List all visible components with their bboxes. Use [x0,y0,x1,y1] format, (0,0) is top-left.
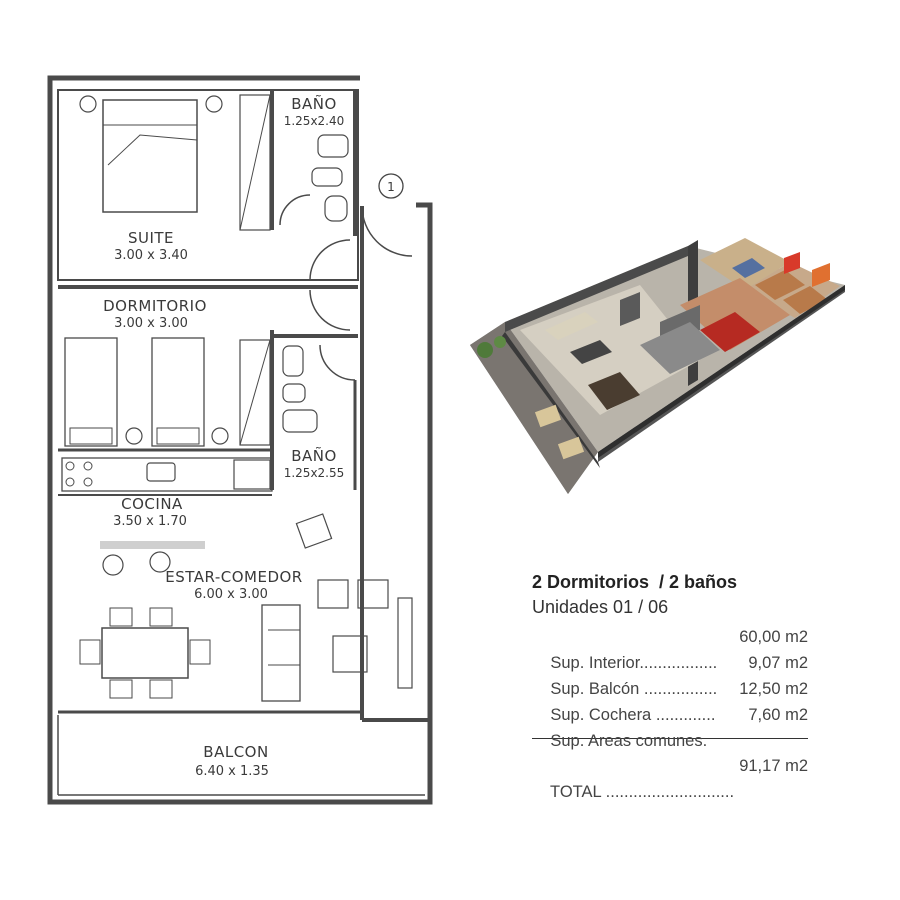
render-bed [700,312,760,352]
area-label: Sup. Areas comunes. [550,732,708,750]
twin-bed [151,337,205,447]
dining-table [101,627,189,679]
cocina-dims: 3.50 x 1.70 [113,514,187,529]
area-label: Sup. Cochera ............. [550,706,716,724]
total-label: TOTAL ............................ [550,783,735,801]
dormitorio-dims: 3.00 x 3.00 [114,316,188,331]
twin-bed [64,337,118,447]
total-row: TOTAL ............................ 91,17… [532,753,808,801]
room-labels: SUITE 3.00 x 3.40 BAÑO 1.25x2.40 DORMITO… [103,94,344,779]
door-marker [378,173,404,199]
area-row: Sup. Balcón ................ 9,07 m2 [532,650,808,698]
area-row: Sup. Areas comunes. 7,60 m2 [532,702,808,750]
estar-dims: 6.00 x 3.00 [194,587,268,602]
kitchen-counter [61,457,273,492]
render-3d [470,238,845,494]
suite-wardrobe [239,94,271,231]
area-value: 7,60 m2 [748,706,808,724]
area-row: Sup. Interior................. 60,00 m2 [532,624,808,672]
area-label: Sup. Balcón ................ [550,680,718,698]
area-row: Sup. Cochera ............. 12,50 m2 [532,676,808,724]
area-value: 12,50 m2 [739,680,808,698]
balcon-dims: 6.40 x 1.35 [195,764,269,779]
door-swing [309,289,351,331]
suite-bed [102,99,198,213]
balcon-name: BALCON [203,743,268,761]
bano2-name: BAÑO [291,446,337,465]
door-swing [309,239,351,281]
bano2-dims: 1.25x2.55 [284,466,345,480]
bano1-name: BAÑO [291,94,337,113]
door-swing [279,194,311,226]
unit-summary: 2 Dormitorios / 2 baños Unidades 01 / 06… [532,572,808,801]
render-dining [588,372,640,410]
total-value: 91,17 m2 [739,757,808,775]
interior-frame [57,89,359,281]
door-swing [361,205,413,257]
unit-numbers: Unidades 01 / 06 [532,597,669,617]
dormitorio-name: DORMITORIO [103,297,207,315]
plan-2d [47,75,433,805]
area-label: Sup. Interior................. [550,654,718,672]
sofa [261,604,301,702]
suite-name: SUITE [128,229,174,247]
bano1-dims: 1.25x2.40 [284,114,345,128]
door-marker-label: 1 [387,180,395,194]
door-swing [319,344,356,381]
area-value: 9,07 m2 [748,654,808,672]
divider [532,738,808,739]
unit-title: 2 Dormitorios / 2 baños [532,572,738,592]
cocina-name: COCINA [121,495,183,513]
suite-dims: 3.00 x 3.40 [114,248,188,263]
estar-name: ESTAR-COMEDOR [165,568,302,586]
area-value: 60,00 m2 [739,628,808,646]
outer-wall [47,75,433,805]
